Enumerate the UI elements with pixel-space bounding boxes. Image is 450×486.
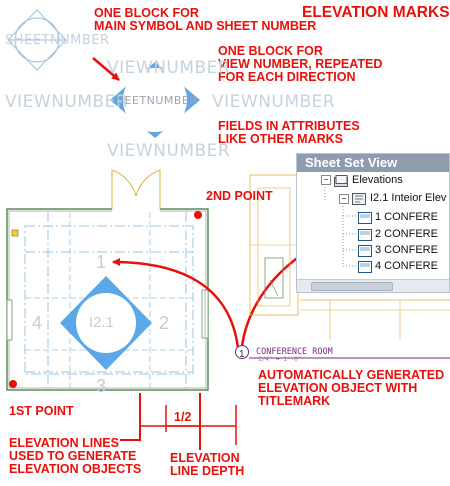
view-icon [358,260,372,278]
plan-mark-center: I2.1 [89,314,115,331]
elevation-object-scale: 1/4" = 1'-0" [258,356,302,363]
tree-item-elevations[interactable]: Elevations [352,174,403,186]
elevation-object-room: CONFERENCE ROOM [256,347,333,357]
page-title: ELEVATION MARKS [302,4,450,21]
second-point-label: 2ND POINT [206,189,273,203]
view-number-field-bottom: VIEWNUMBER [107,141,231,161]
expand-toggle-elevations[interactable]: − [321,175,331,185]
plan-direction-top: 1 [96,252,107,272]
plan-direction-left: 4 [32,313,43,333]
view-icon [358,244,372,262]
plan-elevation-mark [60,276,152,370]
floor-plan [6,169,209,391]
view-number-field-top: VIEWNUMBER [107,58,231,78]
view-number-field-left: VIEWNUMBER [5,92,129,112]
first-point-marker [9,380,17,388]
folder-icon [334,174,348,192]
sheet-number-field-center: SEETNUMBER [117,94,198,107]
elevation-lines-annotation: ELEVATION LINES USED TO GENERATE ELEVATI… [9,436,142,476]
line-depth-annotation: ELEVATION LINE DEPTH [170,451,245,478]
plan-direction-right: 2 [159,313,170,333]
elevation-lines-leader [120,432,141,441]
elevation-lines [139,393,237,445]
view-number-field-right: VIEWNUMBER [212,92,336,112]
sheet-set-view-header: Sheet Set View [297,154,449,172]
view-number-annotation: ONE BLOCK FOR VIEW NUMBER, REPEATED FOR … [218,44,383,84]
tree-lines [324,184,357,267]
elevation-object-marker [235,345,450,359]
main-symbol-annotation: ONE BLOCK FOR MAIN SYMBOL AND SHEET NUMB… [94,6,317,33]
sheet-set-view-panel: Sheet Set View − − Elevations I2.1 Intei… [296,153,450,293]
auto-generated-annotation: AUTOMATICALLY GENERATED ELEVATION OBJECT… [258,368,445,408]
view-icon [358,211,372,229]
tree-item-view-3[interactable]: 3 CONFERE [375,244,438,256]
horizontal-scrollbar[interactable] [297,279,449,292]
arrow-main-to-symbol [92,57,120,81]
expand-toggle-sheet[interactable]: − [339,194,349,204]
main-symbol-outline [7,9,67,71]
sheet-icon [352,192,366,210]
tree-item-view-4[interactable]: 4 CONFERE [375,260,438,272]
arrow-to-sheet-view [112,258,240,349]
sheet-number-field-top: SHEETNUMBER [5,33,110,48]
view-icon [358,228,372,246]
elevation-object-number: 1 [239,349,245,360]
tree-item-sheet[interactable]: I2.1 Inteior Elev [370,192,447,204]
tree-item-view-2[interactable]: 2 CONFERE [375,228,438,240]
tree-item-view-1[interactable]: 1 CONFERE [375,211,438,223]
second-point-marker [194,211,202,219]
first-point-label: 1ST POINT [9,404,74,418]
plan-direction-bottom: 3 [96,376,107,396]
view-number-symbol [110,62,200,138]
fields-annotation: FIELDS IN ATTRIBUTES LIKE OTHER MARKS [218,119,360,146]
half-dimension-label: 1/2 [174,410,192,424]
scrollbar-thumb[interactable] [311,282,393,291]
